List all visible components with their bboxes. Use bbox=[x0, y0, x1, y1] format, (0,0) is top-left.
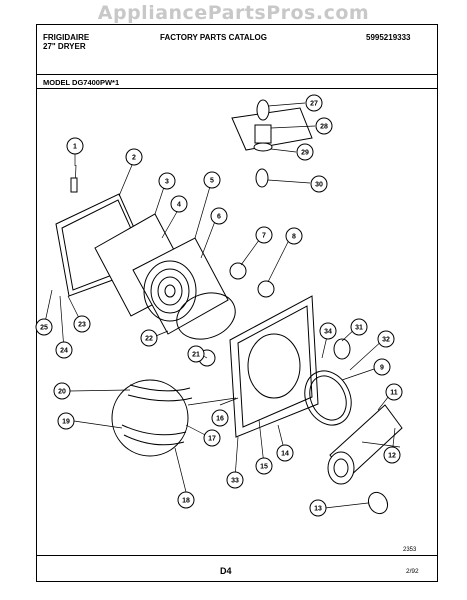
callout-28: 28 bbox=[315, 117, 333, 135]
svg-text:12: 12 bbox=[388, 453, 396, 460]
callout-19: 19 bbox=[57, 412, 75, 430]
burner-assembly bbox=[231, 99, 316, 188]
callout-4: 4 bbox=[170, 195, 188, 213]
svg-text:4: 4 bbox=[177, 202, 181, 209]
callout-14: 14 bbox=[276, 444, 294, 462]
footer-divider bbox=[36, 555, 437, 556]
catalog-number: 5995219333 bbox=[366, 33, 411, 42]
callout-20: 20 bbox=[53, 382, 71, 400]
callout-2: 2 bbox=[125, 148, 143, 166]
callout-18: 18 bbox=[177, 491, 195, 509]
callout-33: 33 bbox=[226, 471, 244, 489]
svg-text:29: 29 bbox=[301, 150, 309, 157]
callout-1: 1 bbox=[66, 137, 84, 155]
front-bulkhead bbox=[229, 295, 319, 438]
callout-27: 27 bbox=[305, 94, 323, 112]
model-divider bbox=[36, 88, 437, 89]
callout-13: 13 bbox=[309, 499, 327, 517]
svg-text:21: 21 bbox=[192, 352, 200, 359]
svg-text:27: 27 bbox=[310, 101, 318, 108]
catalog-title: FACTORY PARTS CATALOG bbox=[160, 33, 267, 42]
seal-ring bbox=[176, 292, 236, 340]
svg-text:20: 20 bbox=[58, 389, 66, 396]
callout-31: 31 bbox=[350, 318, 368, 336]
callout-17: 17 bbox=[203, 429, 221, 447]
svg-text:28: 28 bbox=[320, 124, 328, 131]
callout-29: 29 bbox=[296, 143, 314, 161]
product-label: 27" DRYER bbox=[43, 42, 86, 51]
page-number: D4 bbox=[220, 566, 232, 576]
callout-7: 7 bbox=[255, 226, 273, 244]
brand-label: FRIGIDAIRE bbox=[43, 33, 90, 42]
svg-text:25: 25 bbox=[40, 325, 48, 332]
svg-text:8: 8 bbox=[292, 234, 296, 241]
svg-text:16: 16 bbox=[216, 416, 224, 423]
diagram-code: 2353 bbox=[403, 547, 417, 553]
heater-box bbox=[132, 237, 229, 335]
svg-text:24: 24 bbox=[60, 348, 68, 355]
svg-text:32: 32 bbox=[382, 337, 390, 344]
callout-8: 8 bbox=[285, 227, 303, 245]
svg-text:18: 18 bbox=[182, 498, 190, 505]
callout-5: 5 bbox=[203, 171, 221, 189]
callout-32: 32 bbox=[377, 330, 395, 348]
revision-date: 2/92 bbox=[406, 568, 419, 575]
svg-text:5: 5 bbox=[210, 178, 214, 185]
svg-text:15: 15 bbox=[260, 464, 268, 471]
callout-12: 12 bbox=[383, 446, 401, 464]
callout-22: 22 bbox=[140, 329, 158, 347]
svg-text:2: 2 bbox=[132, 155, 136, 162]
svg-text:34: 34 bbox=[324, 329, 332, 336]
svg-text:33: 33 bbox=[231, 478, 239, 485]
header-left: FRIGIDAIRE 27" DRYER bbox=[43, 33, 89, 51]
svg-text:3: 3 bbox=[165, 179, 169, 186]
svg-text:30: 30 bbox=[315, 182, 323, 189]
model-label: MODEL DG7400PW*1 bbox=[43, 78, 120, 87]
page-frame bbox=[36, 24, 438, 582]
callout-34: 34 bbox=[319, 322, 337, 340]
callout-9: 9 bbox=[373, 358, 391, 376]
svg-text:23: 23 bbox=[78, 322, 86, 329]
header-divider bbox=[36, 74, 437, 75]
callout-25: 25 bbox=[35, 318, 53, 336]
detail-magnifier bbox=[111, 379, 237, 457]
callout-11: 11 bbox=[385, 383, 403, 401]
lint-duct bbox=[327, 404, 403, 515]
svg-text:19: 19 bbox=[62, 419, 70, 426]
svg-text:9: 9 bbox=[380, 365, 384, 372]
callout-24: 24 bbox=[55, 341, 73, 359]
svg-text:17: 17 bbox=[208, 436, 216, 443]
callout-3: 3 bbox=[158, 172, 176, 190]
callout-15: 15 bbox=[255, 457, 273, 475]
svg-text:11: 11 bbox=[390, 390, 398, 397]
callout-16: 16 bbox=[211, 409, 229, 427]
svg-text:7: 7 bbox=[262, 233, 266, 240]
svg-text:14: 14 bbox=[281, 451, 289, 458]
callout-6: 6 bbox=[210, 207, 228, 225]
svg-text:22: 22 bbox=[145, 336, 153, 343]
callout-23: 23 bbox=[73, 315, 91, 333]
callout-21: 21 bbox=[187, 345, 205, 363]
svg-text:13: 13 bbox=[314, 506, 322, 513]
bearing-rings bbox=[304, 338, 352, 426]
svg-text:6: 6 bbox=[217, 214, 221, 221]
callout-30: 30 bbox=[310, 175, 328, 193]
watermark-text: AppliancePartsPros.com bbox=[97, 2, 370, 24]
svg-text:31: 31 bbox=[355, 325, 363, 332]
svg-text:1: 1 bbox=[73, 144, 77, 151]
